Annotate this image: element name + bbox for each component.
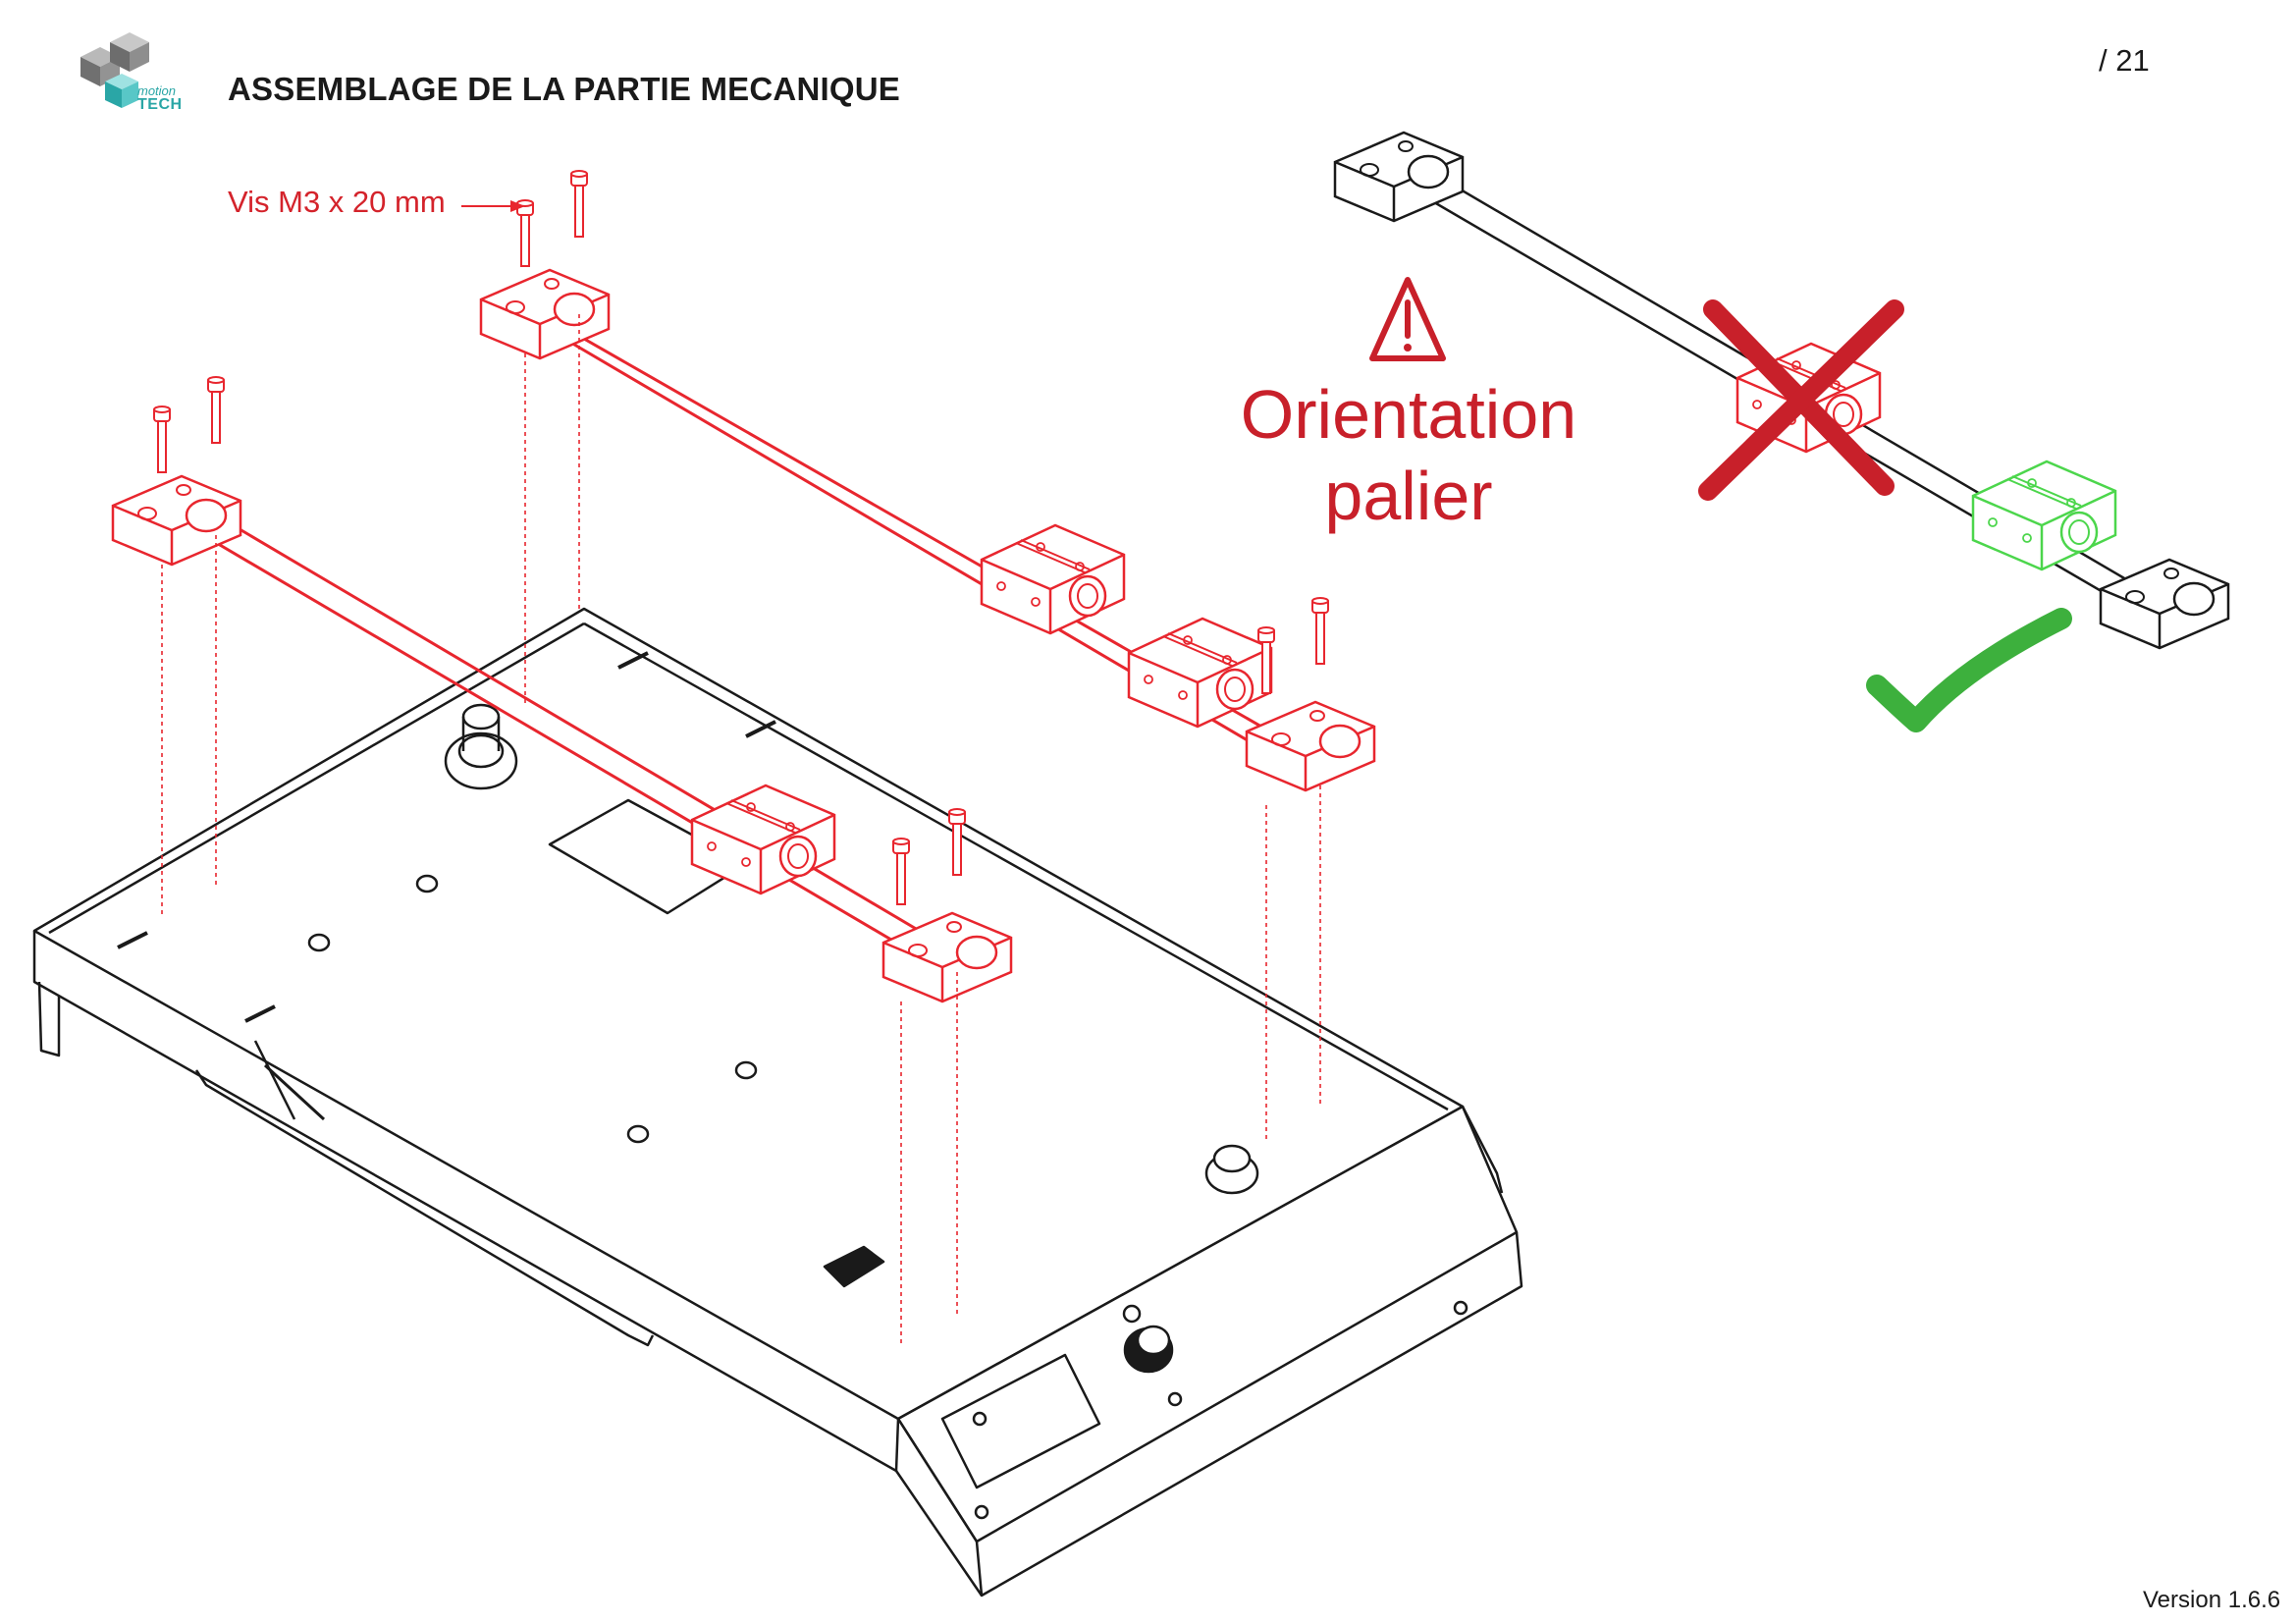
screw-label: Vis M3 x 20 mm: [228, 185, 446, 219]
version-label: Version 1.6.6: [2143, 1587, 2281, 1613]
printer-base-frame: [32, 607, 1523, 1597]
green-check-icon: [1866, 608, 2072, 732]
page-number: / 21: [2099, 43, 2150, 78]
red-assembly-parts: [111, 170, 1376, 1345]
page-title: ASSEMBLAGE DE LA PARTIE MECANIQUE: [228, 71, 900, 107]
motiontech-logo: [80, 32, 149, 108]
warning-text-line1: Orientation: [1240, 376, 1577, 453]
warning-text-line2: palier: [1324, 458, 1493, 534]
warning-triangle-icon: [1369, 277, 1446, 361]
red-cross-icon: [1698, 299, 1904, 501]
logo-text-tech: TECH: [137, 96, 183, 113]
logo-text-motion: motion: [137, 83, 177, 98]
